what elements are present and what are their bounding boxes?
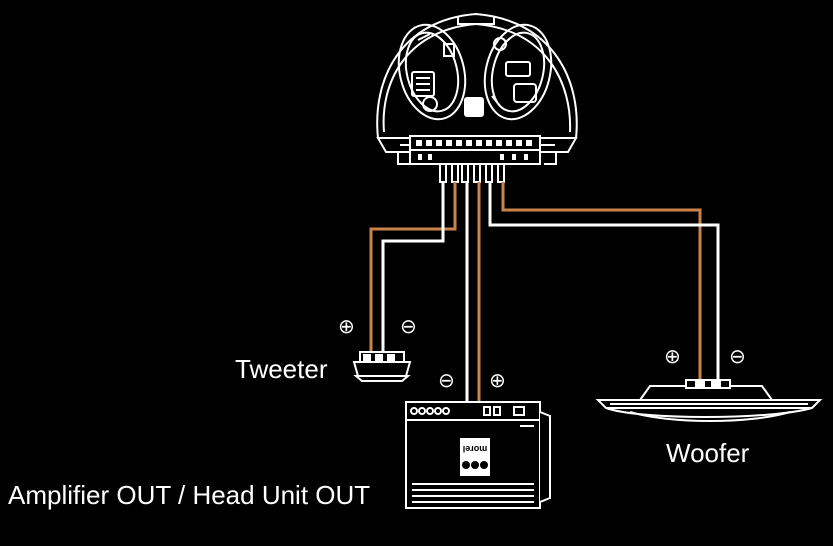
amp-logo-text: morel: [463, 444, 488, 454]
woofer-label: Woofer: [666, 438, 750, 468]
tweeter-positive-wire: [369, 182, 457, 352]
woofer-wires: [488, 182, 720, 386]
tweeter-wires: [369, 182, 457, 352]
woofer-negative-wire: [488, 182, 720, 386]
tweeter-label: Tweeter: [235, 354, 328, 384]
terminal-screws: [416, 140, 532, 160]
amp-positive-symbol: ⊕: [489, 368, 506, 392]
tweeter-negative-wire: [381, 182, 445, 352]
tweeter-positive-symbol: ⊕: [338, 314, 355, 338]
woofer-negative-symbol: ⊖: [729, 344, 746, 368]
amplifier-icon: [405, 401, 551, 509]
woofer-positive-symbol: ⊕: [664, 344, 681, 368]
woofer-positive-wire: [501, 182, 702, 386]
tweeter-negative-symbol: ⊖: [400, 314, 417, 338]
input-wires: [465, 182, 481, 402]
amplifier-label: Amplifier OUT / Head Unit OUT: [8, 480, 371, 510]
woofer-icon: [595, 379, 823, 422]
wire-stubs: [439, 163, 505, 183]
tweeter-icon: [352, 351, 412, 382]
amp-negative-symbol: ⊖: [438, 368, 455, 392]
